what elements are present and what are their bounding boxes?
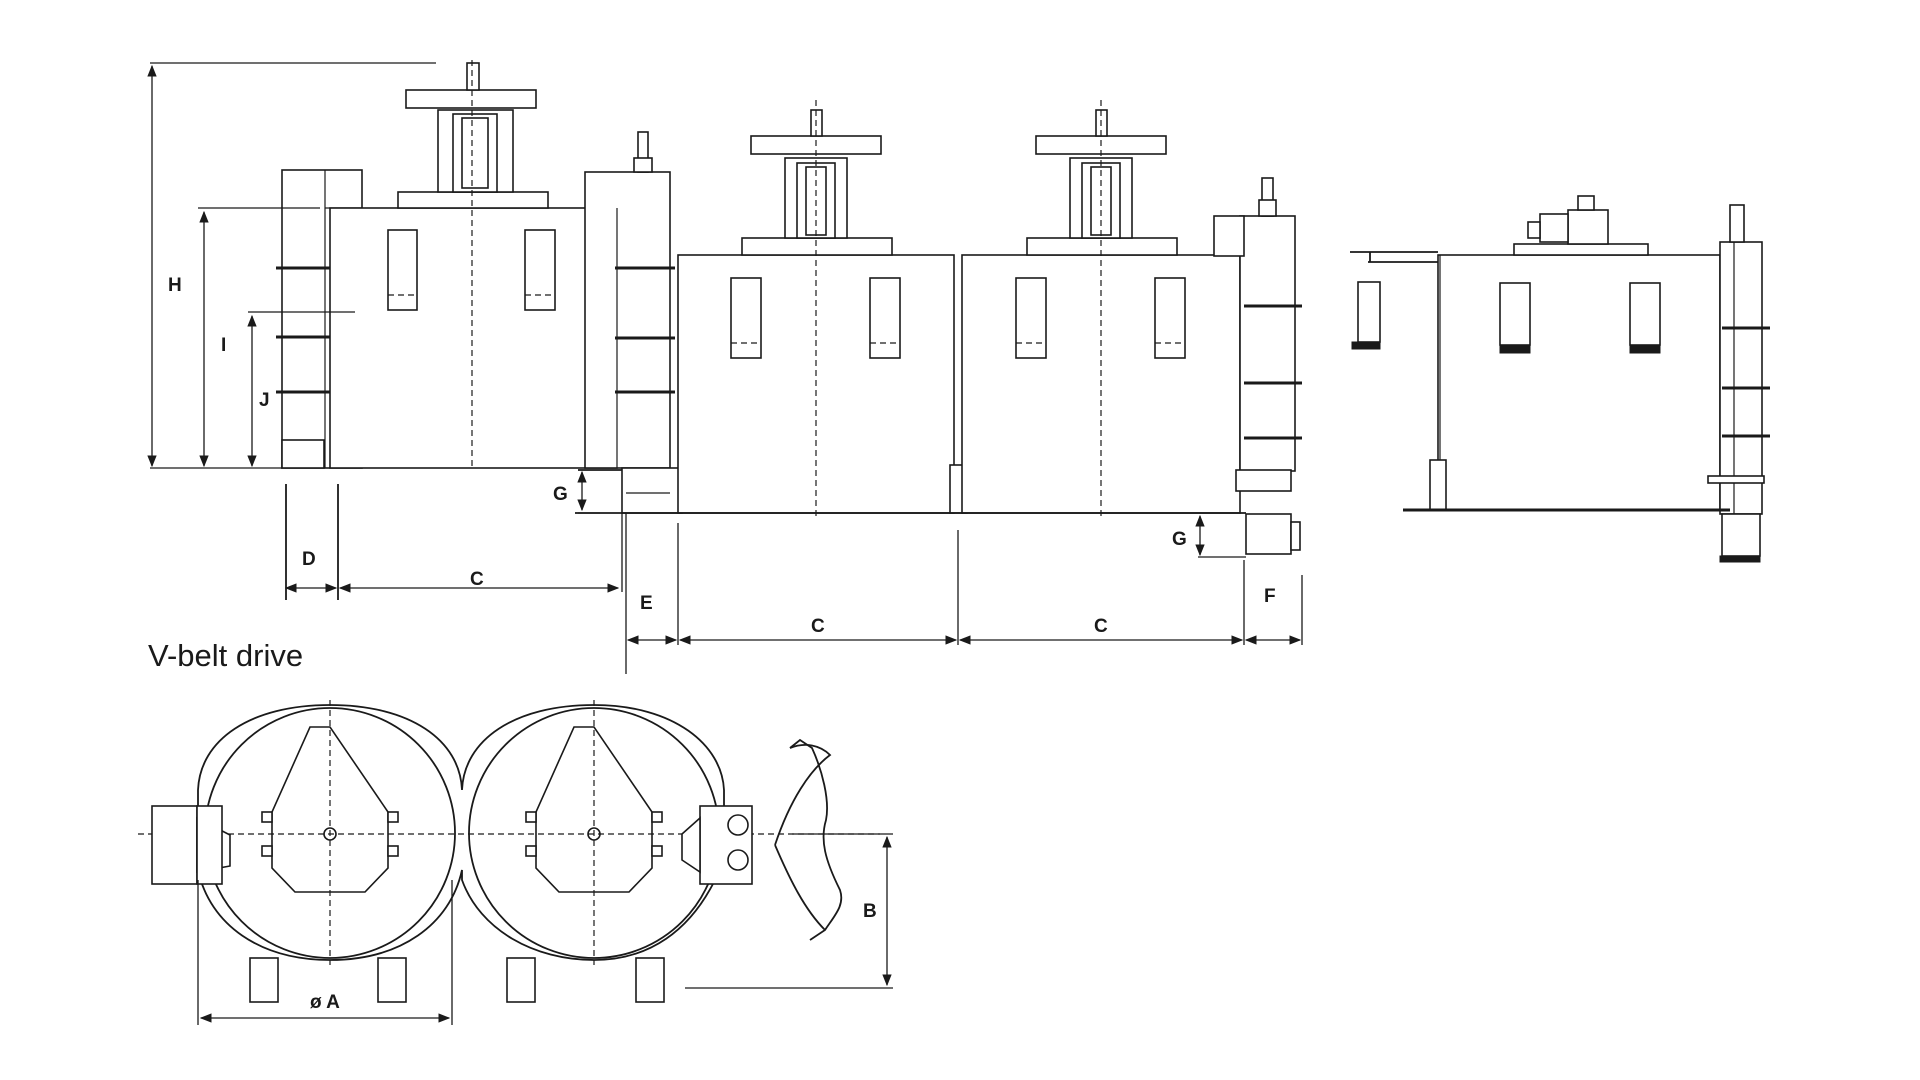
dim-label-b: B — [863, 901, 877, 922]
dim-label-g-left: G — [553, 484, 568, 505]
plan-view — [138, 700, 880, 1003]
dim-label-a: ø A — [310, 992, 340, 1013]
side-view — [1350, 195, 1770, 563]
dim-label-e: E — [640, 593, 653, 614]
transition-box — [621, 467, 683, 514]
dim-label-d: D — [302, 549, 316, 570]
dim-label-c1: C — [470, 569, 484, 590]
dim-label-h: H — [168, 275, 182, 296]
dim-label-c2: C — [811, 616, 825, 637]
dim-label-i: I — [221, 335, 226, 356]
front-unit-3 — [961, 100, 1241, 516]
dimensions — [147, 62, 1303, 1025]
dim-label-j: J — [259, 390, 270, 411]
dim-label-c3: C — [1094, 616, 1108, 637]
caption-v-belt-drive: V-belt drive — [148, 638, 303, 673]
dim-label-g-right: G — [1172, 529, 1187, 550]
front-unit-2 — [677, 100, 955, 516]
end-shaft-guard — [1213, 177, 1302, 555]
front-unit-1 — [276, 60, 675, 470]
dim-label-f: F — [1264, 586, 1276, 607]
